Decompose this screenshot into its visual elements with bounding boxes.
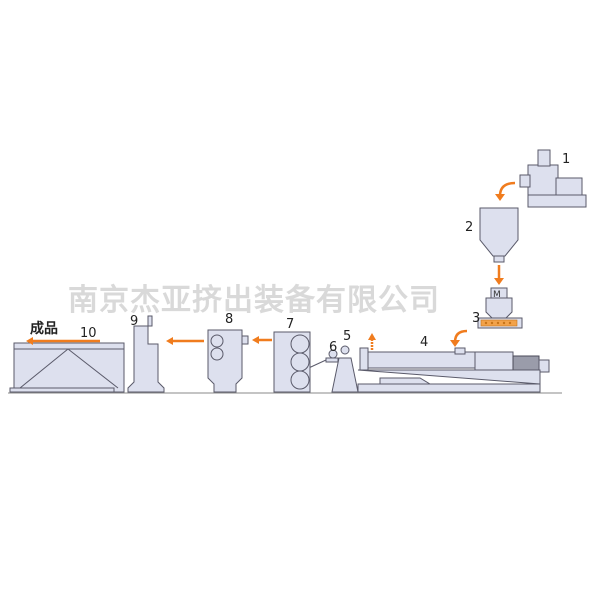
vent-arrowhead-up — [368, 333, 376, 340]
flow-arrowhead-1-2 — [495, 194, 505, 201]
flow-arrowhead-3-4 — [450, 340, 460, 347]
label-4: 4 — [420, 335, 428, 350]
flow-arrowhead-7-8 — [252, 336, 259, 344]
feeder-motor-glyph: M — [493, 290, 501, 300]
machine-2-hopper — [479, 207, 519, 263]
machine-6-die-head — [325, 349, 339, 363]
label-7: 7 — [286, 317, 294, 332]
label-2: 2 — [465, 220, 473, 235]
machine-4-extruder — [357, 347, 550, 393]
flow-arrowhead-8-9 — [166, 337, 173, 345]
machine-8-haul-off — [207, 329, 249, 393]
product-label: 成品 — [30, 320, 58, 337]
label-8: 8 — [225, 312, 233, 327]
label-1: 1 — [562, 152, 570, 167]
flow-arrowhead-2-3 — [494, 278, 504, 285]
machine-9-cutter — [127, 315, 165, 393]
machine-7-calender — [273, 331, 311, 393]
label-5: 5 — [343, 329, 351, 344]
flow-arrow-1-2 — [498, 181, 516, 197]
machine-5-die-stand — [331, 345, 359, 393]
label-3: 3 — [472, 311, 480, 326]
label-9: 9 — [130, 314, 138, 329]
label-6: 6 — [329, 340, 337, 355]
machine-1-dryer — [519, 149, 587, 208]
machine-3-feeder: M — [477, 287, 523, 329]
company-watermark: 南京杰亚挤出装备有限公司 — [68, 283, 440, 318]
label-10: 10 — [80, 326, 97, 341]
product-arrowhead — [26, 337, 33, 345]
machine-10-stacker — [9, 342, 125, 393]
